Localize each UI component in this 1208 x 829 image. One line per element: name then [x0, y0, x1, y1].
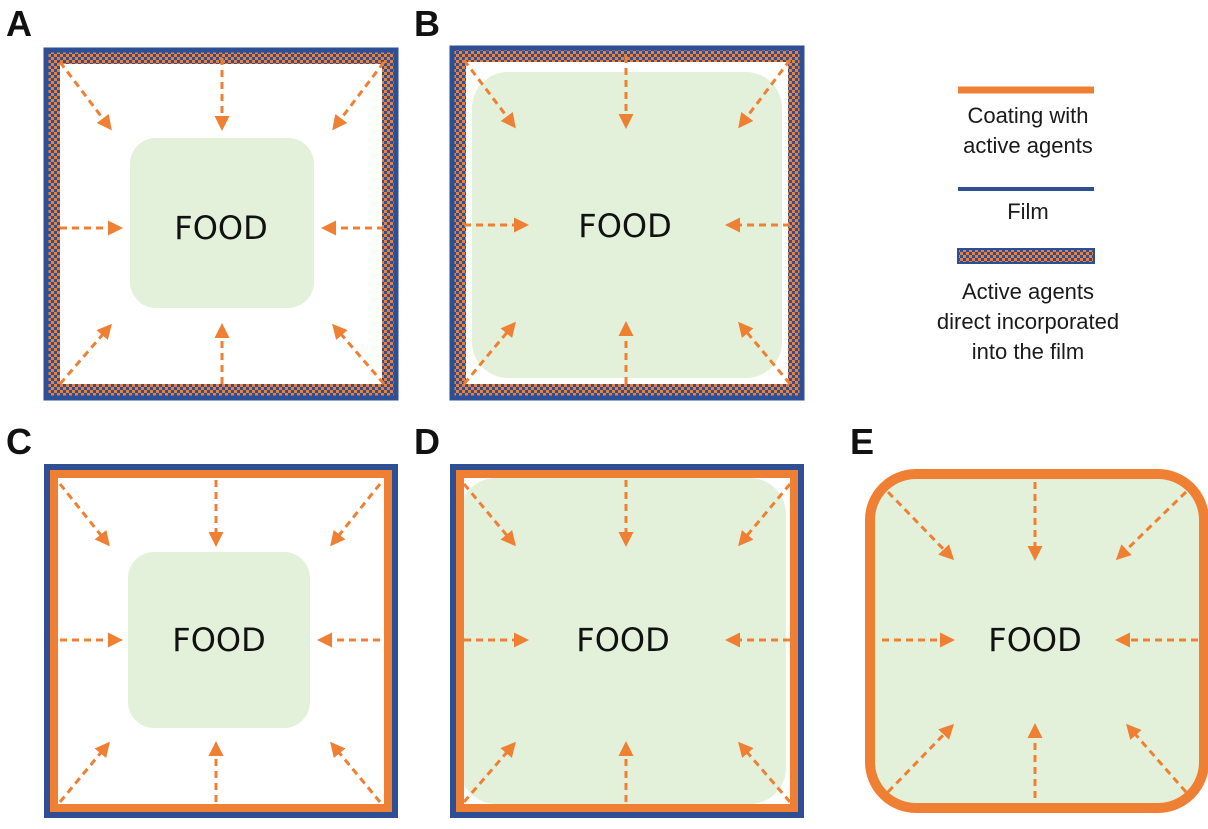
- diffusion-arrow-d-1: [462, 483, 516, 547]
- diffusion-arrow-a-3: [332, 61, 386, 131]
- food-label-b: FOOD: [578, 207, 672, 245]
- film-outer-b: [449, 45, 805, 401]
- coating-wall-d: [456, 470, 798, 812]
- panel-c: [44, 464, 398, 818]
- panel-b: [449, 45, 805, 401]
- diffusion-arrow-e-8: [1126, 723, 1188, 793]
- food-b: [472, 72, 782, 378]
- diffusion-arrow-d-3: [738, 483, 792, 547]
- legend-incorporated-icon: [957, 248, 1095, 264]
- diffusion-arrow-e-1: [886, 490, 955, 561]
- diffusion-arrow-e-3: [1115, 490, 1188, 561]
- panel-letter-b: B: [414, 3, 440, 44]
- panel-a: [43, 47, 399, 401]
- diffusion-arrow-e-6: [886, 723, 955, 794]
- diffusion-arrow-b-8: [738, 321, 792, 385]
- legend-film-label: Film: [1007, 199, 1049, 224]
- food-label-c: FOOD: [172, 621, 266, 659]
- diffusion-arrow-c-3: [330, 483, 382, 547]
- legend-incorporated-label: Active agents direct incorporated into t…: [936, 279, 1120, 364]
- food-c: [128, 552, 310, 728]
- diffusion-arrow-d-6: [462, 741, 516, 803]
- legend-coating-label: Coating with active agents: [963, 103, 1093, 158]
- diffusion-arrow-a-1: [58, 61, 112, 131]
- panel-e: [865, 469, 1208, 813]
- coating-wall-e: [865, 469, 1208, 813]
- diffusion-arrow-b-6: [462, 321, 516, 385]
- film-wall-c: [44, 464, 398, 818]
- food-d: [460, 478, 786, 804]
- diffusion-arrow-c-8: [330, 741, 382, 803]
- diffusion-arrow-a-8: [332, 323, 386, 385]
- food-a: [130, 138, 314, 308]
- panel-letter-a: A: [6, 3, 32, 44]
- panel-letter-d: D: [414, 421, 440, 462]
- panel-d: [450, 464, 804, 818]
- film-wall-d: [450, 464, 804, 818]
- panel-letter-c: C: [6, 421, 32, 462]
- coating-wall-c: [50, 470, 392, 812]
- panel-letter-e: E: [850, 421, 875, 462]
- diffusion-arrow-b-1: [462, 59, 516, 129]
- diffusion-arrow-c-6: [58, 741, 110, 803]
- diffusion-arrow-c-1: [58, 483, 110, 547]
- diffusion-arrow-d-8: [738, 741, 792, 803]
- food-label-e: FOOD: [988, 621, 1082, 659]
- film-outer-a: [43, 47, 399, 401]
- diffusion-arrow-b-3: [738, 59, 792, 129]
- food-label-d: FOOD: [576, 621, 670, 659]
- food-label-a: FOOD: [174, 209, 268, 247]
- diffusion-arrow-a-6: [58, 323, 112, 385]
